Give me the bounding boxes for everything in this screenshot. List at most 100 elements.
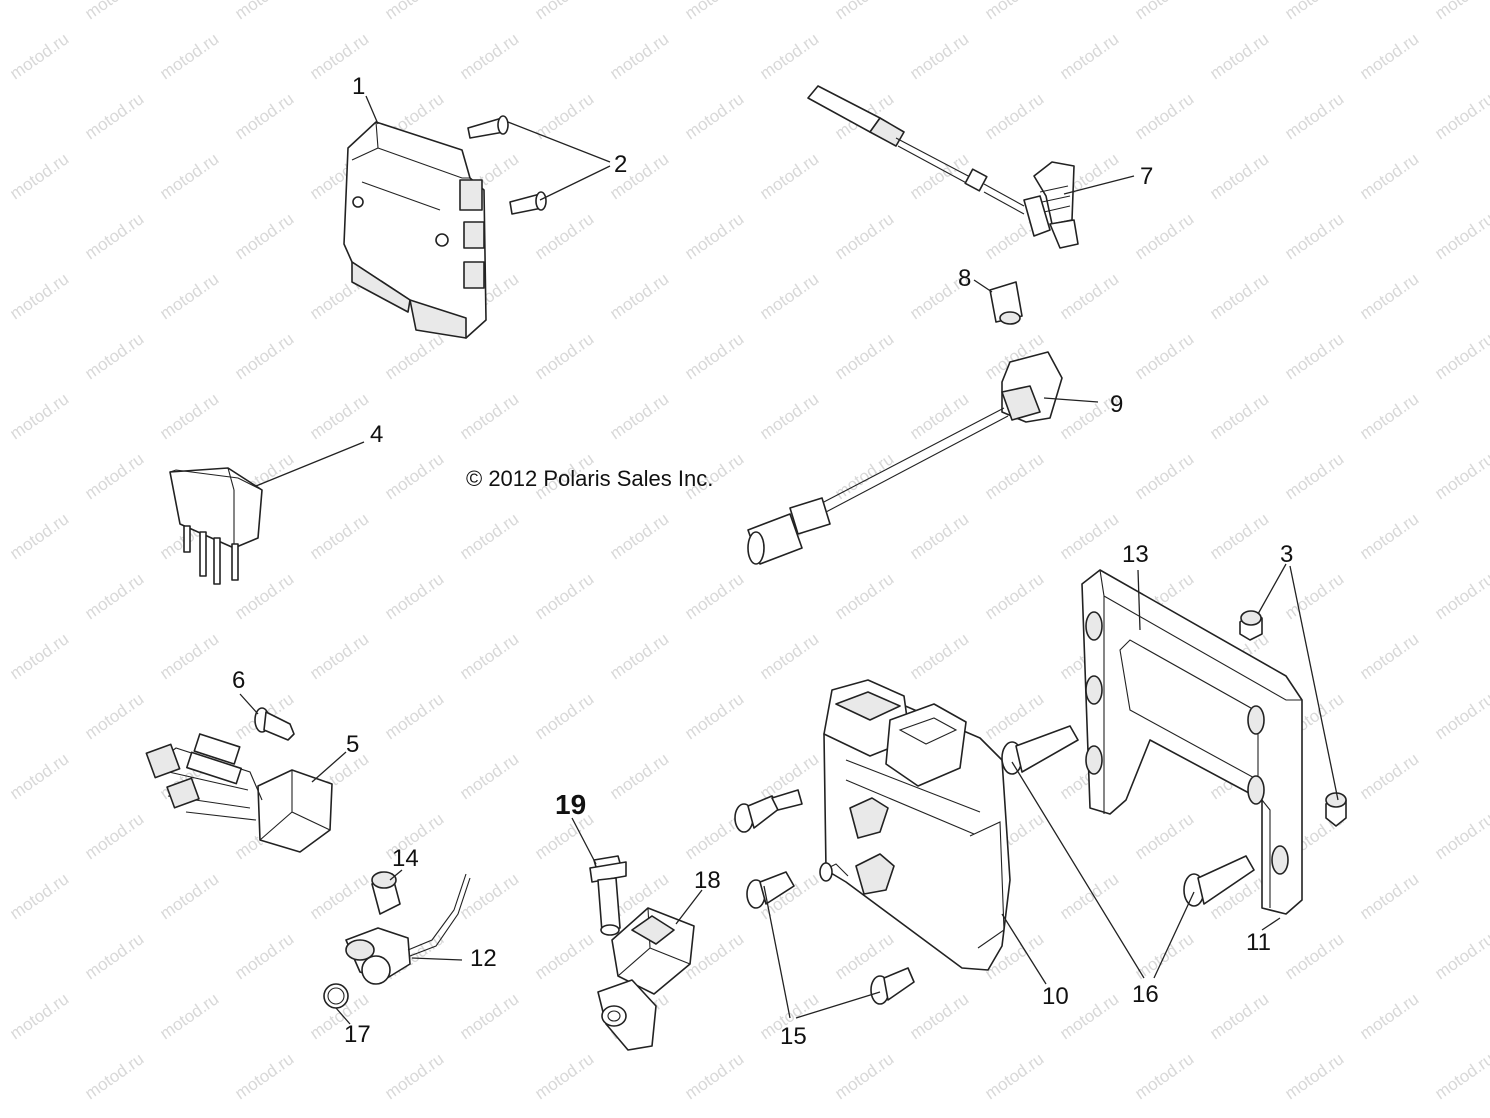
watermark-text: motod.ru: [1431, 689, 1490, 743]
watermark-text: motod.ru: [906, 29, 972, 83]
watermark-text: motod.ru: [1131, 0, 1197, 23]
watermark-text: motod.ru: [606, 509, 672, 563]
callout-8: 8: [958, 265, 971, 292]
part-9-sensor-lead: [747, 351, 1063, 565]
watermark-text: motod.ru: [1131, 209, 1197, 263]
part-17-o-ring: [323, 983, 349, 1009]
callout-2: 2: [614, 151, 627, 178]
part-14-bolt: [371, 871, 401, 915]
watermark-text: motod.ru: [1356, 509, 1422, 563]
callout-labels: 1 2 7 8 9 4 13 3 6 5 19 14 18 12 11 10 1…: [232, 73, 1293, 1050]
callout-1: 1: [352, 73, 365, 100]
watermark-text: motod.ru: [81, 569, 147, 623]
watermark-text: motod.ru: [156, 29, 222, 83]
watermark-text: motod.ru: [1131, 329, 1197, 383]
watermark-text: motod.ru: [1281, 569, 1347, 623]
part-2-screws: [467, 115, 547, 215]
watermark-text: motod.ru: [6, 149, 72, 203]
watermark-text: motod.ru: [981, 569, 1047, 623]
callout-19: 19: [555, 789, 586, 820]
callout-13: 13: [1122, 541, 1149, 568]
callout-6: 6: [232, 667, 245, 694]
watermark-text: motod.ru: [156, 389, 222, 443]
watermark-text: motod.ru: [6, 629, 72, 683]
watermark-text: motod.ru: [1281, 449, 1347, 503]
part-18-map-sensor: [597, 907, 695, 1051]
watermark-text: motod.ru: [756, 149, 822, 203]
callout-16: 16: [1132, 981, 1159, 1008]
watermark-text: motod.ru: [831, 569, 897, 623]
watermark-text: motod.ru: [1281, 329, 1347, 383]
part-7-sensor: [807, 85, 1079, 249]
watermark-text: motod.ru: [456, 989, 522, 1043]
watermark-text: motod.ru: [606, 269, 672, 323]
watermark-text: motod.ru: [1056, 869, 1122, 923]
callout-9: 9: [1110, 391, 1123, 418]
watermark-text: motod.ru: [231, 329, 297, 383]
watermark-text: motod.ru: [1431, 89, 1490, 143]
watermark-text: motod.ru: [1281, 1049, 1347, 1103]
watermark-text: motod.ru: [531, 209, 597, 263]
watermark-text: motod.ru: [6, 989, 72, 1043]
part-15-screws: [734, 789, 915, 1005]
watermark-text: motod.ru: [981, 89, 1047, 143]
watermark-text: motod.ru: [156, 269, 222, 323]
watermark-text: motod.ru: [6, 749, 72, 803]
watermark-text: motod.ru: [681, 569, 747, 623]
watermark-text: motod.ru: [381, 0, 447, 23]
callout-10: 10: [1042, 983, 1069, 1010]
watermark-text: motod.ru: [831, 929, 897, 983]
watermark-text: motod.ru: [1206, 29, 1272, 83]
part-1-regulator: [343, 121, 487, 339]
watermark-text: motod.ru: [81, 209, 147, 263]
watermark-text: motod.ru: [6, 29, 72, 83]
watermark-text: motod.ru: [156, 989, 222, 1043]
watermark-text: motod.ru: [1431, 1049, 1490, 1103]
watermark-text: motod.ru: [531, 929, 597, 983]
watermark-text: motod.ru: [1206, 989, 1272, 1043]
watermark-text: motod.ru: [81, 89, 147, 143]
part-4-relay: [169, 467, 263, 585]
watermark-text: motod.ru: [1356, 869, 1422, 923]
callout-3: 3: [1280, 541, 1293, 568]
watermark-text: motod.ru: [1056, 509, 1122, 563]
watermark-text: motod.ru: [531, 689, 597, 743]
watermark-text: motod.ru: [1281, 929, 1347, 983]
watermark-text: motod.ru: [1431, 809, 1490, 863]
watermark-text: motod.ru: [81, 809, 147, 863]
watermark-text: motod.ru: [531, 0, 597, 23]
part-3-nuts: [1239, 610, 1347, 827]
watermark-text: motod.ru: [531, 329, 597, 383]
watermark-text: motod.ru: [456, 749, 522, 803]
watermark-text: motod.ru: [1281, 0, 1347, 23]
part-16-screws: [1001, 725, 1255, 907]
watermark-text: motod.ru: [231, 1049, 297, 1103]
watermark-text: motod.ru: [81, 329, 147, 383]
watermark-text: motod.ru: [756, 269, 822, 323]
part-19-flange-bolt: [589, 855, 627, 936]
watermark-text: motod.ru: [6, 509, 72, 563]
watermark-text: motod.ru: [456, 629, 522, 683]
watermark-text: motod.ru: [81, 0, 147, 23]
watermark-text: motod.ru: [531, 569, 597, 623]
part-5-harness-connector: [145, 733, 333, 853]
watermark-text: motod.ru: [756, 629, 822, 683]
watermark-text: motod.ru: [456, 509, 522, 563]
watermark-text: motod.ru: [981, 0, 1047, 23]
watermark-text: motod.ru: [906, 149, 972, 203]
watermark-text: motod.ru: [231, 209, 297, 263]
callout-11: 11: [1246, 929, 1271, 956]
watermark-text: motod.ru: [756, 389, 822, 443]
watermark-text: motod.ru: [1131, 449, 1197, 503]
watermark-text: motod.ru: [906, 629, 972, 683]
watermark-text: motod.ru: [1131, 809, 1197, 863]
watermark-text: motod.ru: [231, 89, 297, 143]
watermark-text: motod.ru: [1206, 509, 1272, 563]
copyright-notice: © 2012 Polaris Sales Inc.: [466, 466, 713, 491]
watermark-text: motod.ru: [681, 1049, 747, 1103]
watermark-text: motod.ru: [381, 329, 447, 383]
watermark-text: motod.ru: [606, 749, 672, 803]
watermark-text: motod.ru: [381, 449, 447, 503]
watermark-text: motod.ru: [1281, 89, 1347, 143]
callout-17: 17: [344, 1021, 371, 1048]
